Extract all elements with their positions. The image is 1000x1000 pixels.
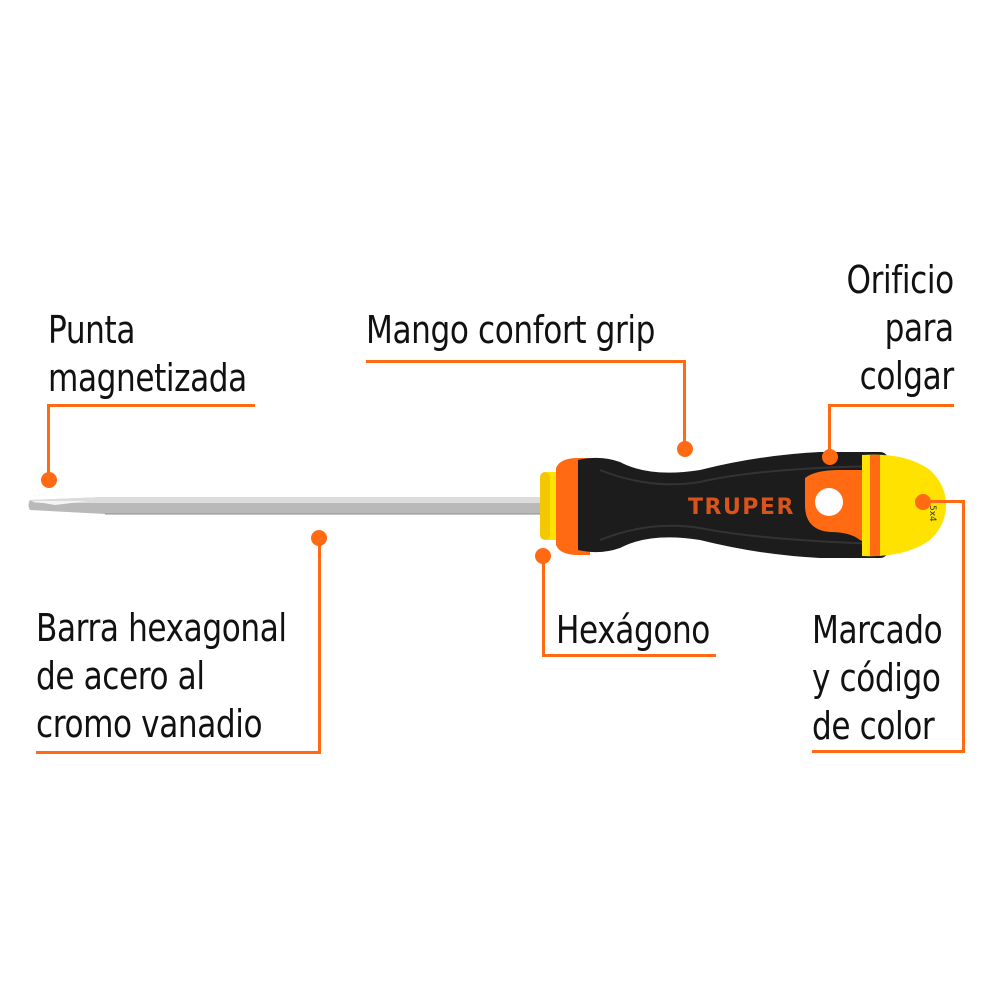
callout-orificio-leader <box>828 404 831 454</box>
callout-text-line: cromo vanadio <box>36 702 263 746</box>
callout-mango-label: Mango confort grip <box>366 306 655 354</box>
callout-marcado-underline <box>812 750 965 753</box>
callout-text-line: Orificio <box>846 258 955 302</box>
size-marking: 5x4 <box>927 505 937 522</box>
callout-hexagono-label: Hexágono <box>556 606 710 654</box>
callout-text-line: magnetizada <box>48 356 247 400</box>
callout-mango-leader <box>683 360 686 448</box>
callout-text-line: de color <box>812 704 935 748</box>
callout-text-line: y código <box>812 656 941 700</box>
callout-punta-leader <box>47 404 50 476</box>
end-cap <box>862 454 946 557</box>
callout-text-line: Hexágono <box>556 608 710 652</box>
hang-hole <box>815 488 843 516</box>
callout-mango-underline <box>366 360 686 363</box>
callout-text-line: para <box>884 306 955 350</box>
callout-marcado-leader <box>962 500 965 753</box>
callout-text-line: Punta <box>48 308 136 352</box>
callout-mango-dot <box>677 441 693 457</box>
callout-punta-label: Punta magnetizada <box>48 306 247 402</box>
callout-orificio-dot <box>822 449 838 465</box>
callout-orificio-label: Orificio para colgar <box>846 256 955 400</box>
callout-orificio-underline <box>828 404 954 407</box>
shaft <box>28 497 545 515</box>
callout-barra-underline <box>36 751 321 754</box>
callout-marcado-label: Marcado y código de color <box>812 606 943 750</box>
callout-barra-leader <box>318 538 321 754</box>
callout-marcado-connector <box>923 500 965 503</box>
callout-punta-dot <box>41 472 57 488</box>
callout-text-line: de acero al <box>36 654 205 698</box>
callout-punta-underline <box>47 404 255 407</box>
callout-text-line: Mango confort grip <box>366 308 656 352</box>
brand-logo: TRUPER <box>688 495 795 520</box>
callout-hexagono-underline <box>542 654 716 657</box>
callout-hexagono-leader <box>542 556 545 657</box>
callout-text-line: Barra hexagonal <box>36 606 287 650</box>
callout-text-line: Marcado <box>812 608 943 652</box>
callout-text-line: colgar <box>859 354 954 398</box>
callout-barra-label: Barra hexagonal de acero al cromo vanadi… <box>36 604 287 748</box>
